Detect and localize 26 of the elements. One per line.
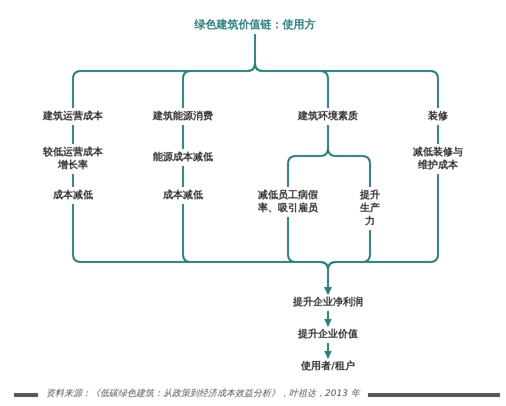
connector-line <box>324 174 439 295</box>
source-caption: 资料来源：《低碳绿色建筑：从政策到经济成本效益分析》，叶祖达，2013 年 <box>46 388 360 401</box>
connector-line <box>254 34 439 108</box>
node-label: 建筑环境素质 <box>298 110 358 123</box>
node-label: 较低运营成本增长率 <box>42 146 104 172</box>
connector-line <box>327 125 371 187</box>
connector-line <box>72 174 74 187</box>
connector-line <box>182 125 184 149</box>
connector-line <box>182 166 184 187</box>
node-label: 能源成本减低 <box>153 151 213 164</box>
node-label: 提升企业价值 <box>298 328 358 341</box>
node-label: 建筑能源消费 <box>153 110 213 123</box>
node-label: 提升企业净利润 <box>293 296 363 309</box>
node-label: 减低装修与维护成本 <box>412 146 464 172</box>
node-label: 使用者/租户 <box>301 360 355 373</box>
node-label: 提升生产力 <box>358 189 381 228</box>
node-label: 减低员工病假率、吸引雇员 <box>257 189 319 215</box>
connector-line <box>324 343 332 359</box>
node-label: 绿色建筑价值链：使用方 <box>194 18 316 32</box>
node-label: 建筑运营成本 <box>43 110 103 123</box>
node-label: 成本减低 <box>163 189 203 202</box>
connector-line <box>437 125 439 144</box>
node-label: 成本减低 <box>53 189 93 202</box>
connector-line <box>72 125 74 144</box>
node-label: 装修 <box>428 110 448 123</box>
connector-line <box>324 311 332 327</box>
